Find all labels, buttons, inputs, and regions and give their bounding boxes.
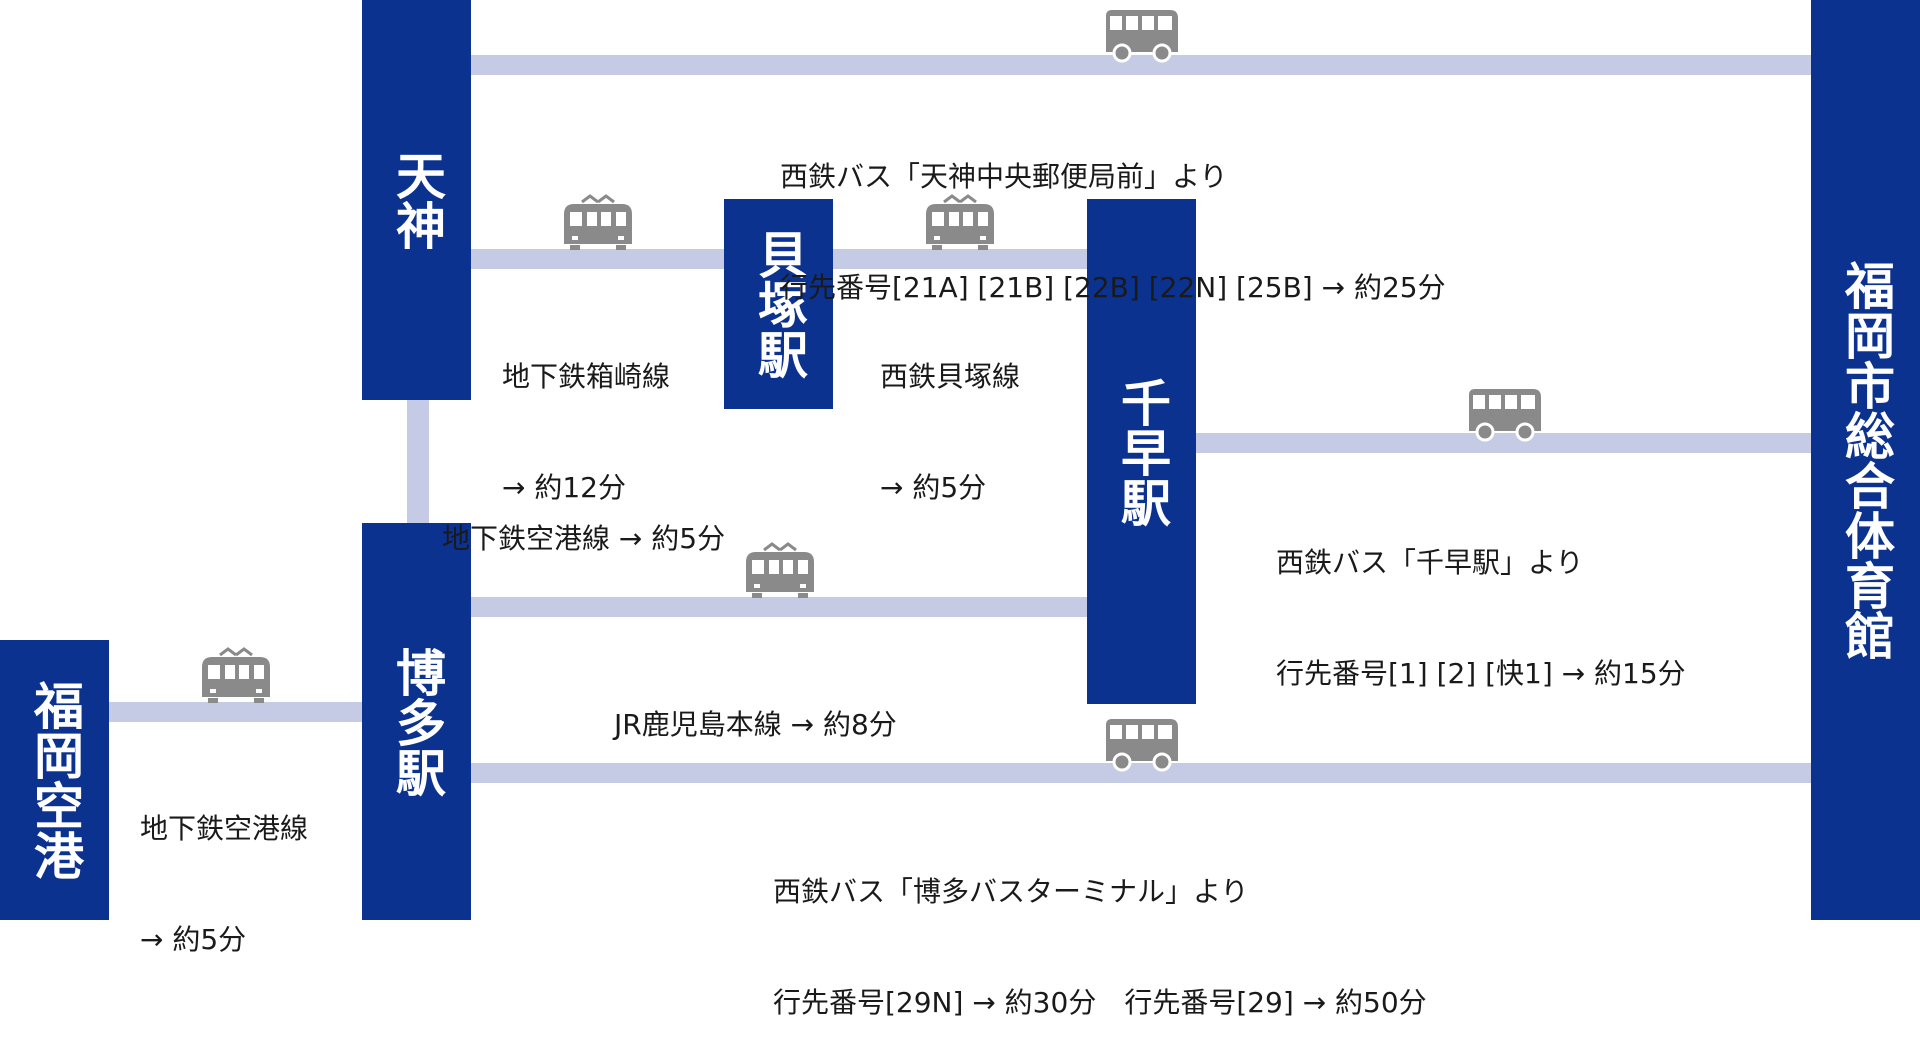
route-label-hakozaki: 地下鉄箱崎線 → 約12分 <box>502 284 670 543</box>
route-label-bus-hakata: 西鉄バス「博多バスターミナル」より 行先番号[29N] → 約30分 行先番号[… <box>773 799 1427 1058</box>
route-line-airport-mid <box>407 400 429 525</box>
station-gym: 福岡市総合体育館 <box>1811 0 1920 920</box>
bus-icon <box>1100 6 1180 66</box>
station-name: 福岡空港 <box>26 680 84 880</box>
bus-icon <box>1463 385 1543 445</box>
route-label-line2: → 約12分 <box>502 471 626 504</box>
route-label-line2: 行先番号[21A] [21B] [22B] [22N] [25B] → 約25分 <box>780 271 1446 304</box>
route-label-line1: 西鉄バス「博多バスターミナル」より <box>773 875 1249 908</box>
route-label-line1: 西鉄バス「千早駅」より <box>1276 546 1584 579</box>
route-label-line1: 地下鉄空港線 <box>140 812 309 845</box>
station-tenjin: 天神 <box>362 0 471 400</box>
route-line-airport <box>108 702 363 722</box>
route-label-bus-tenjin: 西鉄バス「天神中央郵便局前」より 行先番号[21A] [21B] [22B] [… <box>780 84 1446 343</box>
route-line-hakozaki <box>470 249 724 269</box>
train-icon <box>196 645 276 705</box>
train-icon <box>740 540 820 600</box>
station-name: 千早駅 <box>1113 376 1171 527</box>
route-line-kaizuka <box>832 249 1088 269</box>
station-chihaya: 千早駅 <box>1087 199 1196 704</box>
route-line-jr <box>470 597 1088 617</box>
route-label-line1: 地下鉄箱崎線 <box>502 360 671 393</box>
route-label-line2: 行先番号[29N] → 約30分 行先番号[29] → 約50分 <box>773 986 1427 1019</box>
train-icon <box>558 192 638 252</box>
route-label-line1: 西鉄貝塚線 <box>880 360 1021 393</box>
route-label-line2: → 約5分 <box>880 471 987 504</box>
route-label-kaizuka: 西鉄貝塚線 → 約5分 <box>880 284 1020 543</box>
route-label-jr: JR鹿児島本線 → 約8分 <box>614 632 897 780</box>
station-name: 博多駅 <box>388 646 446 797</box>
station-hakata: 博多駅 <box>362 523 471 920</box>
station-name: 貝塚駅 <box>750 229 808 379</box>
route-label-airport-mid: 地下鉄空港線 → 約5分 <box>442 446 725 594</box>
route-label-airport: 地下鉄空港線 → 約5分 <box>140 736 308 995</box>
route-line-bus-chihaya <box>1195 433 1812 453</box>
bus-icon <box>1100 715 1180 775</box>
route-label-bus-chihaya: 西鉄バス「千早駅」より 行先番号[1] [2] [快1] → 約15分 <box>1276 470 1686 729</box>
station-airport: 福岡空港 <box>0 640 109 920</box>
route-label-line2: 行先番号[1] [2] [快1] → 約15分 <box>1276 657 1686 690</box>
route-line-bus-hakata <box>470 763 1812 783</box>
route-label-line2: → 約5分 <box>140 923 247 956</box>
route-label-line1: JR鹿児島本線 → 約8分 <box>614 708 897 741</box>
station-name: 天神 <box>388 150 446 250</box>
route-line-bus-tenjin <box>470 55 1812 75</box>
route-label-line1: 地下鉄空港線 → 約5分 <box>442 522 726 555</box>
route-label-line1: 西鉄バス「天神中央郵便局前」より <box>780 160 1228 193</box>
station-kaizuka: 貝塚駅 <box>724 199 833 409</box>
station-name: 福岡市総合体育館 <box>1837 260 1895 660</box>
